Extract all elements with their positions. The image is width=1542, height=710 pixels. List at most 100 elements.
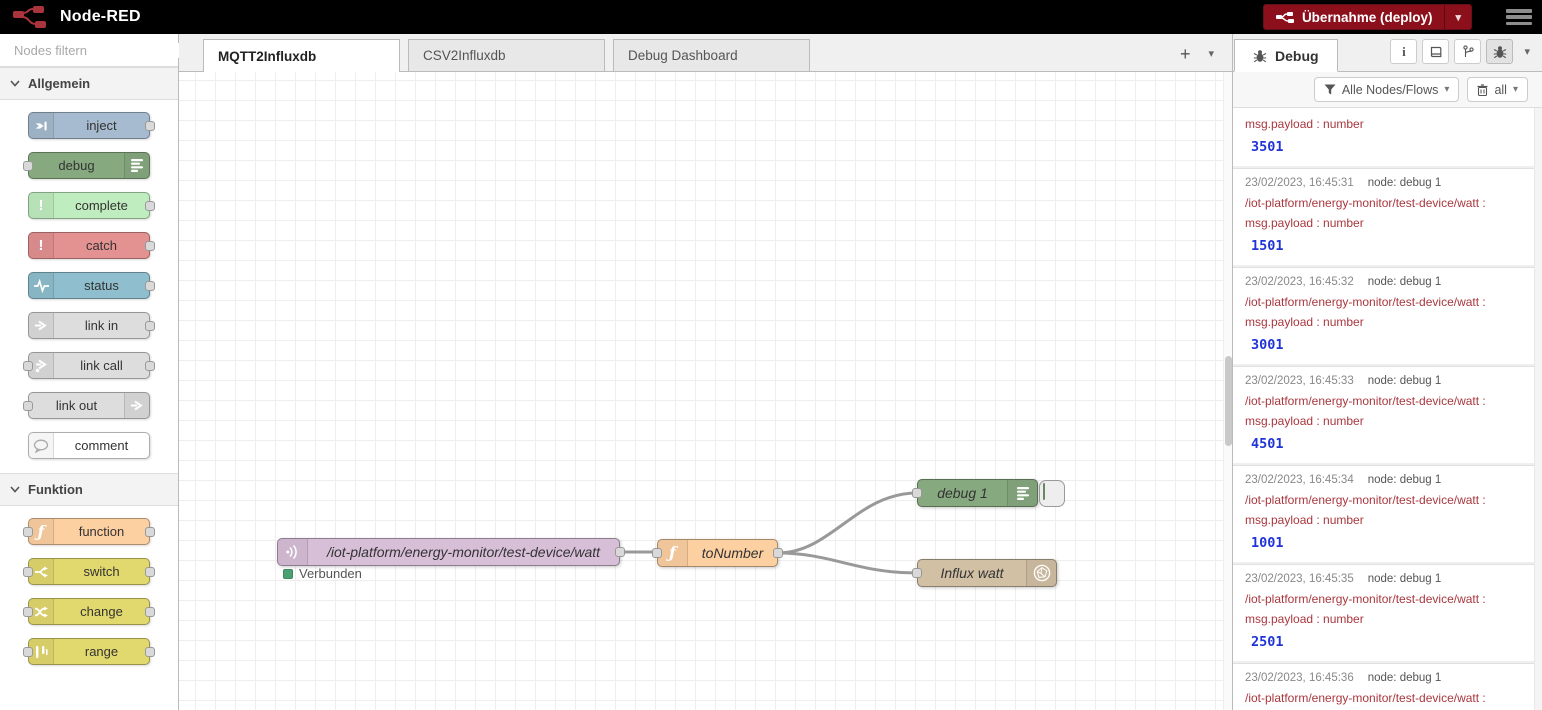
help-tab-button[interactable] (1422, 39, 1450, 64)
tab-csv2influxdb[interactable]: CSV2Influxdb (408, 39, 605, 71)
palette-node-inject[interactable]: inject (28, 112, 155, 139)
input-port[interactable] (23, 606, 33, 617)
output-port[interactable] (145, 566, 155, 577)
chevron-down-icon (10, 486, 20, 493)
message-topic: /iot-platform/energy-monitor/test-device… (1245, 493, 1486, 507)
node-debug-1[interactable]: debug 1 (912, 479, 1065, 507)
scrollbar-thumb[interactable] (1225, 356, 1232, 446)
output-port[interactable] (145, 320, 155, 331)
palette-node-label: debug (58, 158, 95, 173)
output-port[interactable] (773, 548, 783, 558)
tab-debug-dashboard[interactable]: Debug Dashboard (613, 39, 810, 71)
link-call-icon (29, 353, 54, 378)
input-port[interactable] (23, 400, 33, 411)
debug-clear-button[interactable]: all ▾ (1467, 77, 1528, 102)
output-port[interactable] (145, 360, 155, 371)
tab-debug[interactable]: Debug (1234, 39, 1338, 72)
palette-node-link-in[interactable]: link in (28, 312, 155, 339)
message-value: 1001 (1251, 535, 1284, 551)
output-port[interactable] (145, 240, 155, 251)
output-port[interactable] (615, 547, 625, 557)
palette-node-label: range (84, 644, 119, 659)
palette-node-label: switch (83, 564, 120, 579)
input-port[interactable] (23, 526, 33, 537)
palette-node-link-call[interactable]: link call (23, 352, 155, 379)
palette-section-funktion[interactable]: Funktion (0, 473, 178, 506)
node-influx-watt[interactable]: Influx watt (912, 559, 1057, 587)
output-port[interactable] (145, 646, 155, 657)
app-title: Node-RED (60, 8, 141, 25)
palette-section-allgemein[interactable]: Allgemein (0, 67, 178, 100)
chevron-down-icon (10, 80, 20, 87)
output-port[interactable] (145, 120, 155, 131)
output-port[interactable] (145, 280, 155, 291)
message-property: msg.payload : number (1245, 612, 1364, 626)
deploy-icon (1275, 11, 1294, 23)
output-port[interactable] (145, 526, 155, 537)
projects-tab-button[interactable] (1454, 39, 1482, 64)
input-port[interactable] (912, 568, 922, 578)
node-tonumber-function[interactable]: ƒ toNumber (652, 539, 783, 567)
palette-node-link-out[interactable]: link out (23, 392, 150, 419)
palette-node-debug[interactable]: debug (23, 152, 150, 179)
node-palette: Allgemein inject debug (0, 34, 190, 710)
debug-tab-button[interactable] (1486, 39, 1514, 64)
influxdb-icon (1026, 560, 1056, 586)
flow-tab-bar: MQTT2Influxdb CSV2Influxdb Debug Dashboa… (179, 34, 1232, 72)
node-red-logo-icon (13, 6, 46, 28)
trash-icon (1477, 83, 1488, 96)
debug-message: msg.payload : number 3501 (1233, 108, 1534, 168)
tab-bar-tools: + ▾ (1180, 45, 1232, 71)
palette-section-label: Funktion (28, 482, 83, 497)
input-port[interactable] (23, 360, 33, 371)
caret-down-icon: ▾ (1444, 84, 1450, 95)
message-property: msg.payload : number (1245, 315, 1364, 329)
debug-toggle-button[interactable] (1039, 480, 1065, 507)
debug-filter-button[interactable]: Alle Nodes/Flows ▾ (1313, 77, 1460, 102)
palette-node-range[interactable]: range (23, 638, 155, 665)
flow-list-caret-button[interactable]: ▾ (1208, 48, 1214, 60)
caret-down-icon: ▾ (1455, 11, 1461, 24)
input-port[interactable] (912, 488, 922, 498)
debug-scrollbar[interactable] (1534, 108, 1542, 710)
clear-label: all (1494, 82, 1507, 97)
output-port[interactable] (145, 200, 155, 211)
function-icon: ƒ (658, 540, 688, 566)
info-tab-button[interactable]: i (1390, 39, 1418, 64)
input-port[interactable] (652, 548, 662, 558)
add-flow-button[interactable]: + (1180, 45, 1191, 63)
palette-node-status[interactable]: status (28, 272, 155, 299)
book-icon (1431, 46, 1442, 57)
palette-node-function[interactable]: ƒ function (23, 518, 155, 545)
message-property: msg.payload : number (1245, 513, 1364, 527)
tab-mqtt2influxdb[interactable]: MQTT2Influxdb (203, 39, 400, 72)
input-port[interactable] (23, 566, 33, 577)
input-port[interactable] (23, 160, 33, 171)
deploy-options-caret[interactable]: ▾ (1444, 5, 1471, 29)
canvas-vertical-scrollbar[interactable] (1223, 72, 1232, 710)
deploy-button[interactable]: Übernahme (deploy) ▾ (1262, 4, 1472, 30)
palette-node-switch[interactable]: switch (23, 558, 155, 585)
palette-search-input[interactable] (14, 42, 190, 58)
debug-message-list[interactable]: msg.payload : number 3501 23/02/2023, 16… (1233, 108, 1542, 710)
palette-node-change[interactable]: change (23, 598, 155, 625)
input-port[interactable] (23, 646, 33, 657)
caret-down-icon: ▾ (1524, 46, 1530, 58)
message-topic: /iot-platform/energy-monitor/test-device… (1245, 691, 1486, 705)
palette-node-label: complete (75, 198, 128, 213)
sidebar-options-caret[interactable]: ▾ (1518, 45, 1534, 58)
main-menu-button[interactable] (1506, 7, 1532, 27)
node-mqtt-in[interactable]: /iot-platform/energy-monitor/test-device… (277, 538, 625, 566)
message-topic: /iot-platform/energy-monitor/test-device… (1245, 295, 1486, 309)
palette-node-catch[interactable]: ! catch (28, 232, 155, 259)
flow-canvas[interactable]: /iot-platform/energy-monitor/test-device… (179, 72, 1232, 710)
message-timestamp: 23/02/2023, 16:45:31 (1245, 177, 1354, 189)
palette-node-comment[interactable]: comment (28, 432, 150, 459)
palette-node-complete[interactable]: ! complete (28, 192, 155, 219)
output-port[interactable] (145, 606, 155, 617)
